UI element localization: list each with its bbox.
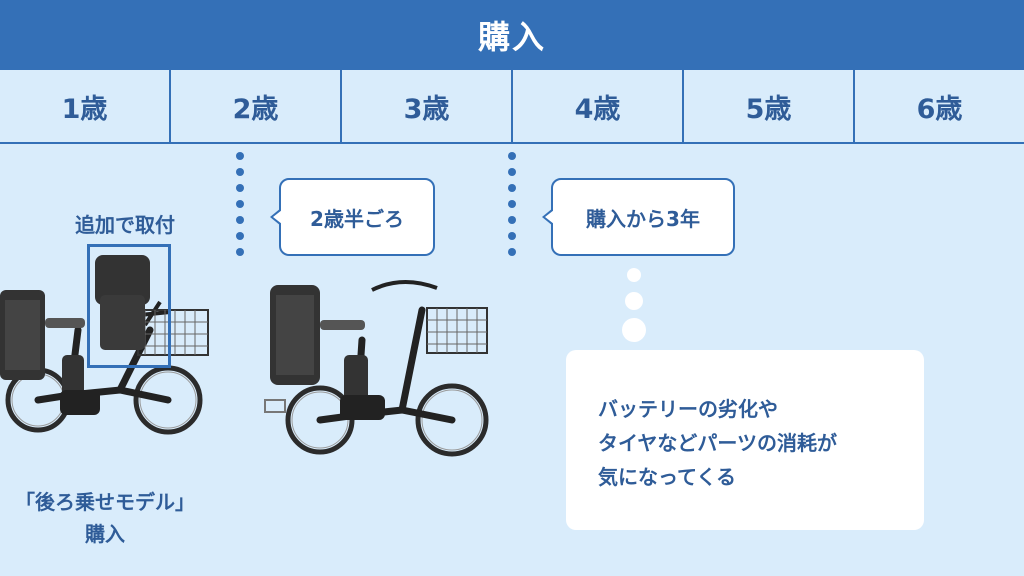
bubble-two-and-half: 2歳半ごろ	[270, 178, 435, 256]
bike-rear-seat-image	[264, 279, 489, 457]
battery-note-line1: バッテリーの劣化や	[598, 397, 778, 421]
age-timeline: 1歳 2歳 3歳 4歳 5歳 6歳	[0, 70, 1024, 144]
bubble-two-and-half-text: 2歳半ごろ	[310, 206, 404, 231]
caption-rear-model: 「後ろ乗せモデル」 購入	[0, 486, 210, 550]
bubble-three-years: 購入から3年	[542, 178, 735, 256]
age-1: 1歳	[0, 70, 171, 142]
age-4: 4歳	[513, 70, 684, 142]
age-2: 2歳	[171, 70, 342, 142]
caption-rear-model-line1: 「後ろ乗せモデル」	[15, 490, 195, 514]
caption-rear-model-line2: 購入	[85, 522, 125, 546]
battery-note: バッテリーの劣化や タイヤなどパーツの消耗が 気になってくる	[566, 350, 924, 530]
age-5: 5歳	[684, 70, 855, 142]
front-seat-highlight	[87, 244, 171, 368]
bubble-three-years-text: 購入から3年	[586, 206, 700, 231]
age-3: 3歳	[342, 70, 513, 142]
header-bar: 購入	[0, 0, 1024, 70]
caption-add-seat: 追加で取付	[75, 213, 175, 237]
battery-note-line2: タイヤなどパーツの消耗が	[598, 431, 837, 455]
age-6: 6歳	[916, 93, 963, 125]
timeline-marker-2-5	[236, 152, 244, 264]
battery-note-line3: 気になってくる	[598, 465, 736, 489]
thought-dot-large	[622, 318, 646, 342]
header-title: 購入	[477, 18, 546, 56]
bike-front-rear-seat-image	[0, 255, 209, 435]
timeline-marker-4	[508, 152, 516, 264]
thought-dot-medium	[625, 292, 643, 310]
thought-dot-small	[627, 268, 641, 282]
